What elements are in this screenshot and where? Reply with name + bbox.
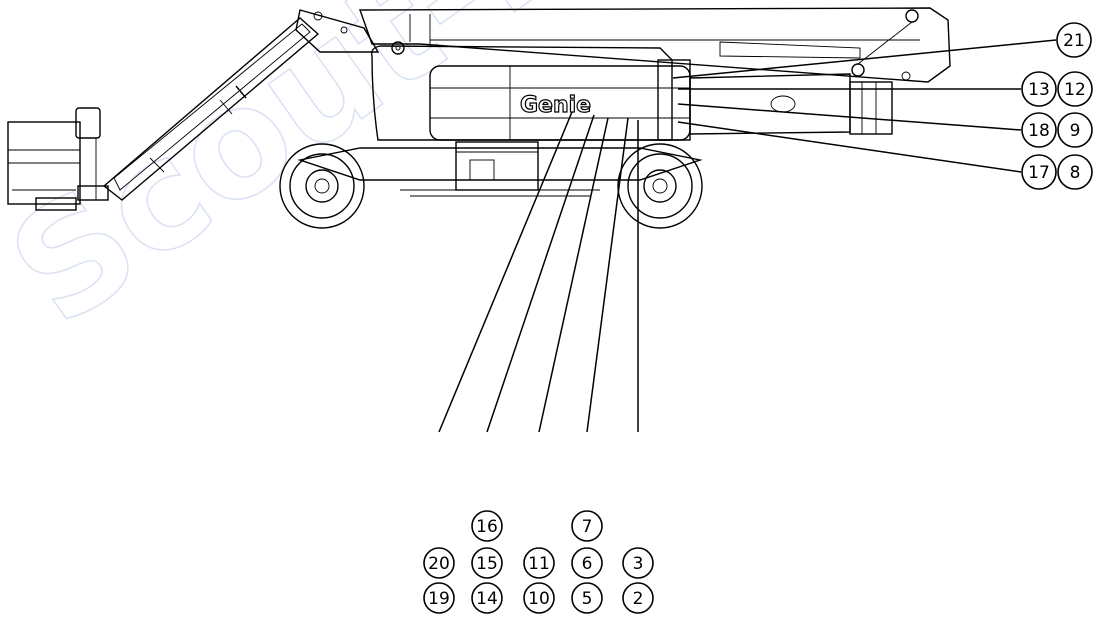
callout-row-18-9: 18 9 — [1021, 112, 1093, 148]
turntable: Genie — [370, 45, 893, 141]
front-wheel — [617, 143, 703, 229]
chassis — [297, 141, 703, 197]
callout-16: 16 — [476, 517, 498, 537]
callout-13: 13 — [1028, 80, 1050, 100]
platform-basket — [7, 107, 109, 211]
callout-7: 7 — [582, 517, 593, 537]
callout-18: 18 — [1028, 121, 1050, 141]
callout-3: 3 — [633, 554, 644, 574]
callout-column-11-10: 11 10 — [523, 547, 555, 614]
callout-17: 17 — [1028, 163, 1050, 183]
callout-21-label: 21 — [1063, 31, 1085, 51]
callout-6: 6 — [582, 554, 593, 574]
callout-column-16-15-14: 16 15 14 — [471, 510, 503, 614]
callout-20: 20 — [428, 554, 450, 574]
jib-boom — [102, 9, 380, 201]
callout-12: 12 — [1064, 80, 1086, 100]
callouts: 20 19 16 15 14 11 10 7 6 5 — [423, 22, 1093, 614]
callout-21: 21 — [1056, 22, 1092, 58]
callout-column-3-2: 3 2 — [622, 547, 654, 614]
callout-row-13-12: 13 12 — [1021, 71, 1093, 107]
callout-19: 19 — [428, 589, 450, 609]
callout-column-20-19: 20 19 — [423, 547, 455, 614]
rear-wheel — [279, 143, 365, 229]
callout-9: 9 — [1070, 121, 1081, 141]
callout-15: 15 — [476, 554, 498, 574]
main-boom — [359, 7, 951, 83]
callout-10: 10 — [528, 589, 550, 609]
genie-logo: Genie — [520, 93, 591, 118]
callout-5: 5 — [582, 589, 593, 609]
callout-row-17-8: 17 8 — [1021, 154, 1093, 190]
callout-2: 2 — [633, 589, 644, 609]
callout-8: 8 — [1070, 163, 1081, 183]
leader-lines — [438, 39, 1057, 433]
callout-14: 14 — [476, 589, 498, 609]
machine-illustration: Genie — [7, 7, 951, 229]
callout-11: 11 — [528, 554, 550, 574]
callout-column-7-6-5: 7 6 5 — [571, 510, 603, 614]
